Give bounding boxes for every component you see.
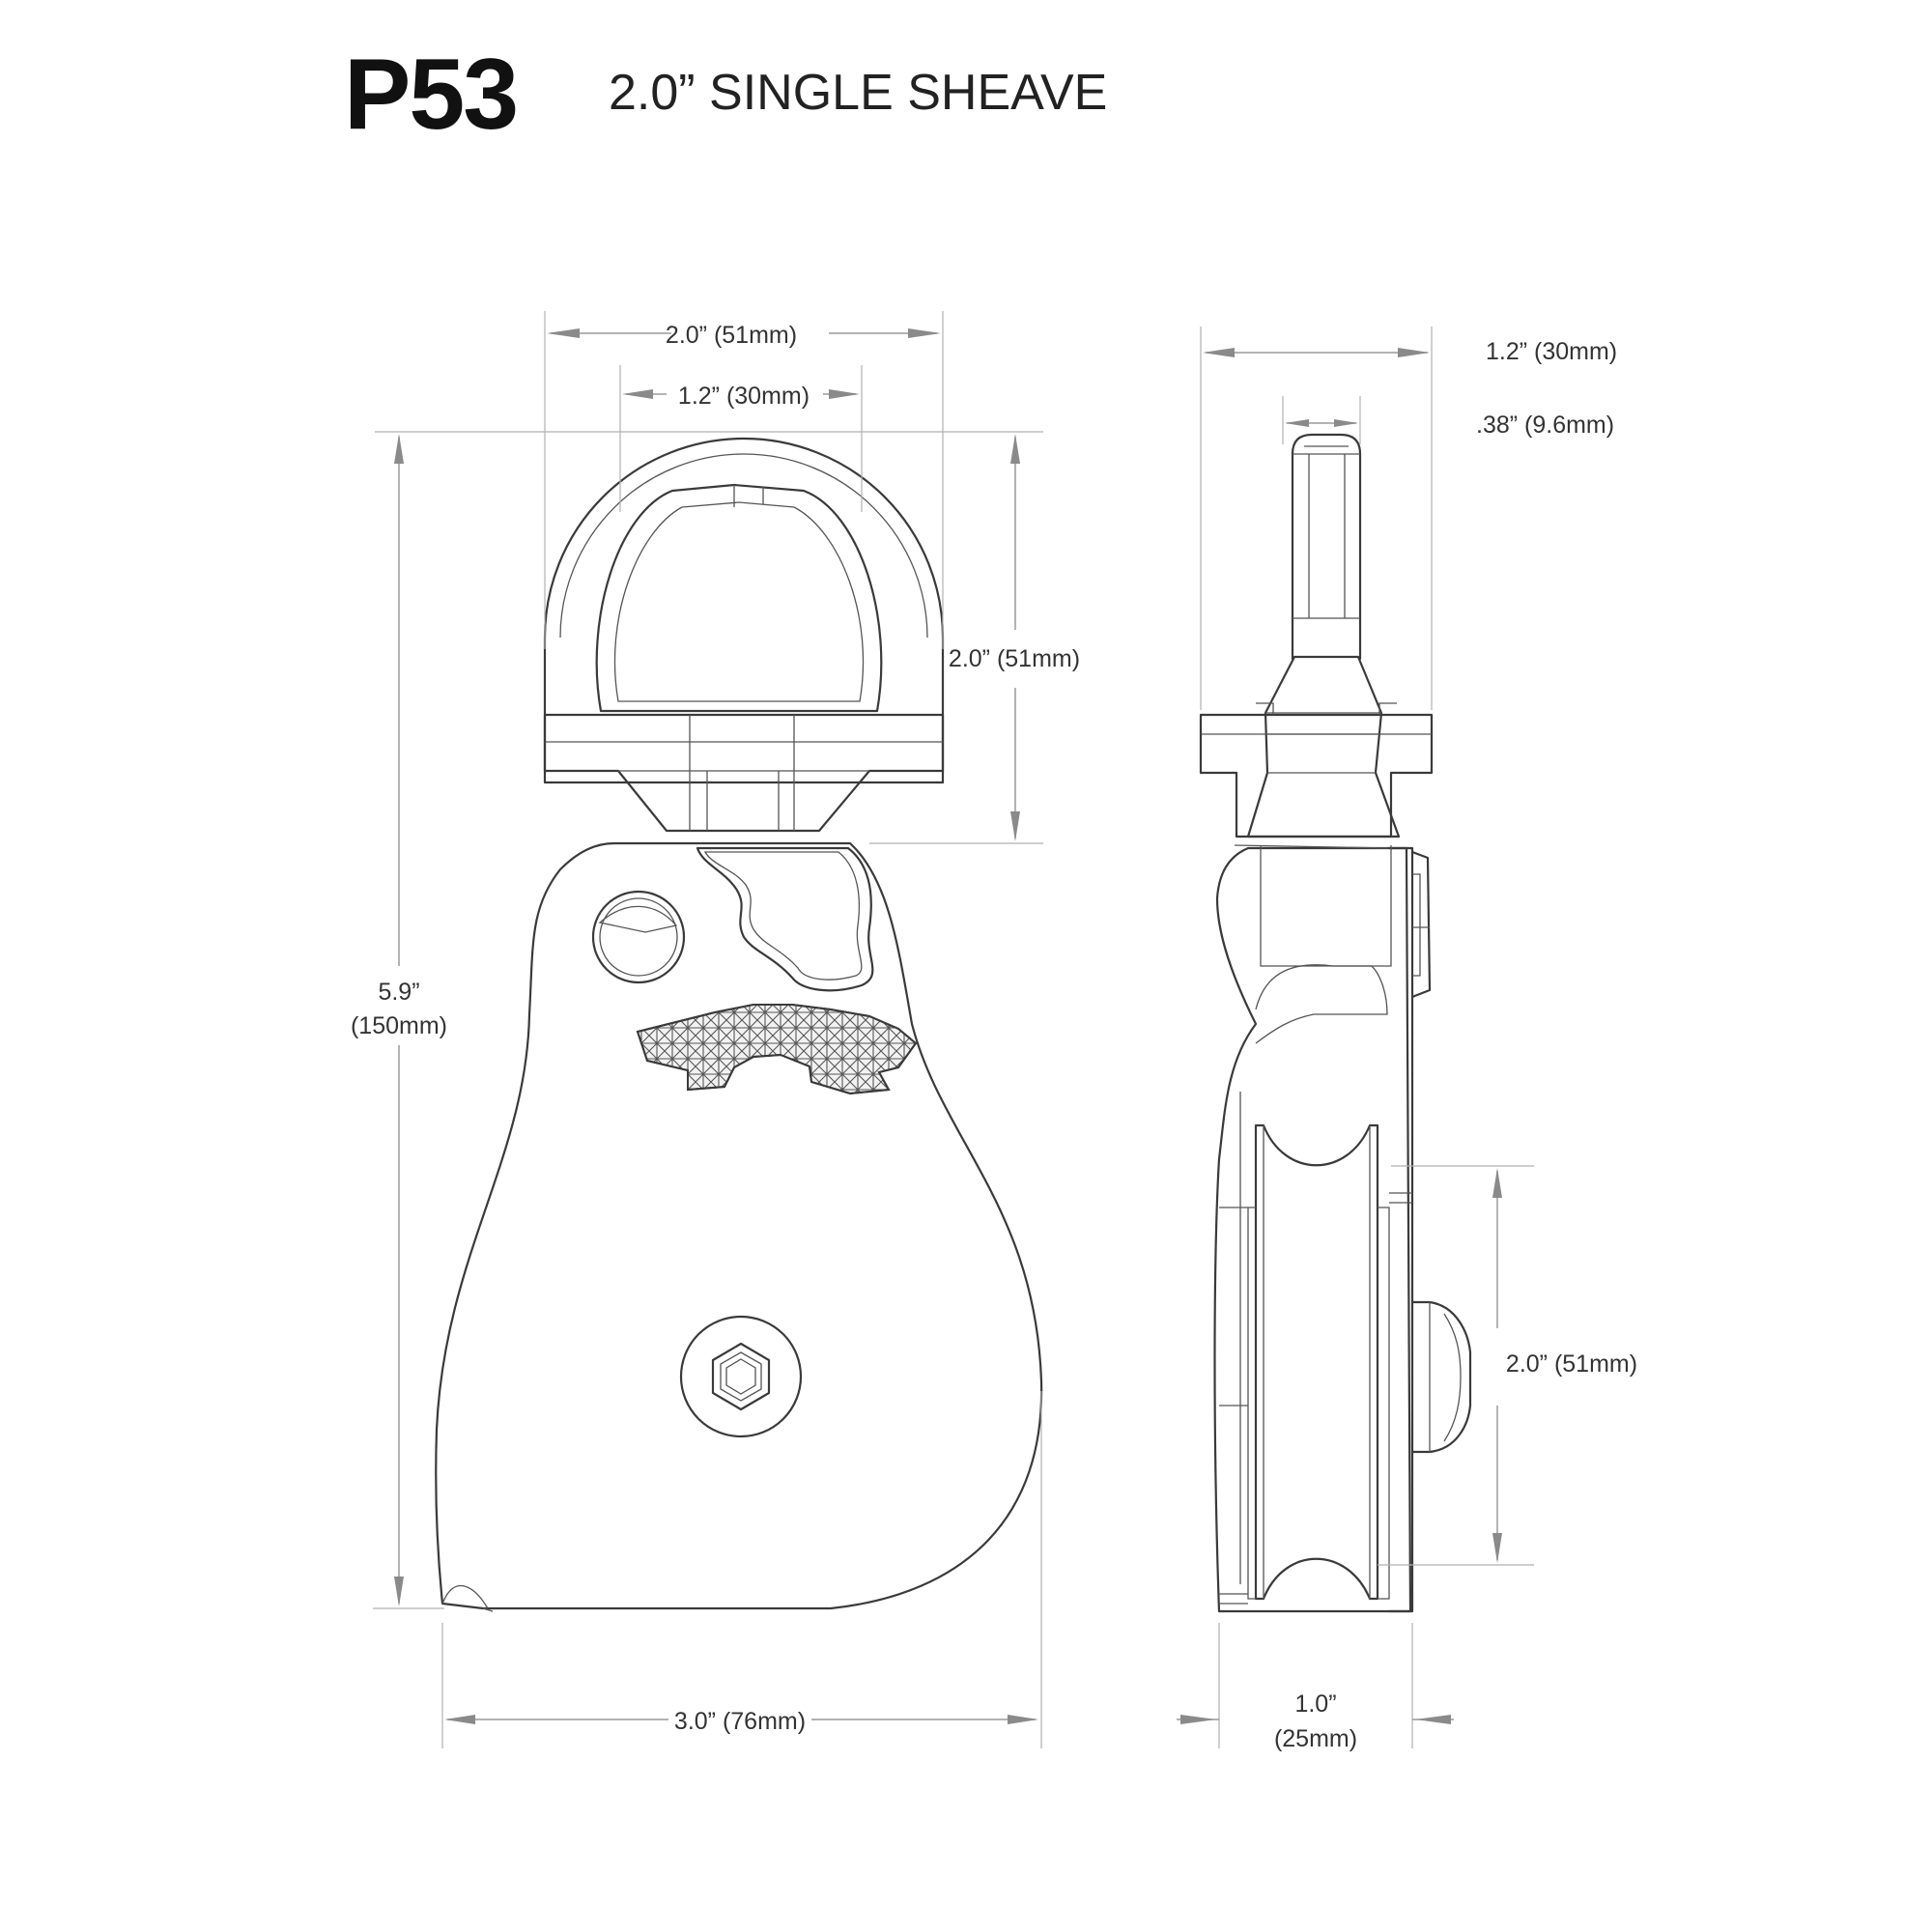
model-number: P53: [344, 39, 519, 151]
side-plates: [1213, 844, 1432, 1613]
side-dimensions: 1.2” (30mm) .38” (9.6mm) 2.0” (51mm) 1.0…: [1177, 327, 1637, 1752]
swivel-collar: [1199, 655, 1434, 838]
dim-swivel-width: 1.2” (30mm): [1486, 338, 1617, 365]
dim-body-width: 3.0” (76mm): [674, 1708, 806, 1735]
swivel-shank-profile: [1291, 433, 1362, 661]
dim-swivel-inner-width: 1.2” (30mm): [678, 383, 810, 410]
dim-body-thickness-in: 1.0”: [1294, 1690, 1336, 1718]
axle-nut-profile: [1410, 1300, 1472, 1454]
dim-sheave-diameter: 2.0” (51mm): [1506, 1350, 1637, 1378]
dim-swivel-outer-width: 2.0” (51mm): [666, 322, 797, 349]
axle-bolt: [679, 1315, 803, 1438]
product-description: 2.0” SINGLE SHEAVE: [609, 65, 1108, 121]
sheave-profile: [1247, 1123, 1390, 1601]
dim-body-thickness-mm: (25mm): [1274, 1725, 1357, 1752]
swivel-eye: [543, 437, 945, 784]
dim-overall-height-mm: (150mm): [351, 1012, 447, 1039]
front-dimensions: 2.0” (51mm) 1.2” (30mm) 2.0” (51mm) 5.9”…: [351, 311, 1080, 1748]
latch-cutout: [696, 846, 874, 992]
side-view: 1.2” (30mm) .38” (9.6mm) 2.0” (51mm) 1.0…: [1177, 327, 1637, 1752]
pulley-body-side-plate: [435, 841, 1043, 1612]
hinge-pin-hole: [591, 890, 686, 984]
swivel-neck: [543, 713, 945, 833]
grip-texture: [636, 1004, 918, 1095]
front-view: 2.0” (51mm) 1.2” (30mm) 2.0” (51mm) 5.9”…: [351, 311, 1080, 1748]
dim-swivel-height: 2.0” (51mm): [949, 645, 1080, 672]
dim-eye-thickness: .38” (9.6mm): [1476, 412, 1614, 439]
dim-overall-height-in: 5.9”: [378, 979, 419, 1006]
